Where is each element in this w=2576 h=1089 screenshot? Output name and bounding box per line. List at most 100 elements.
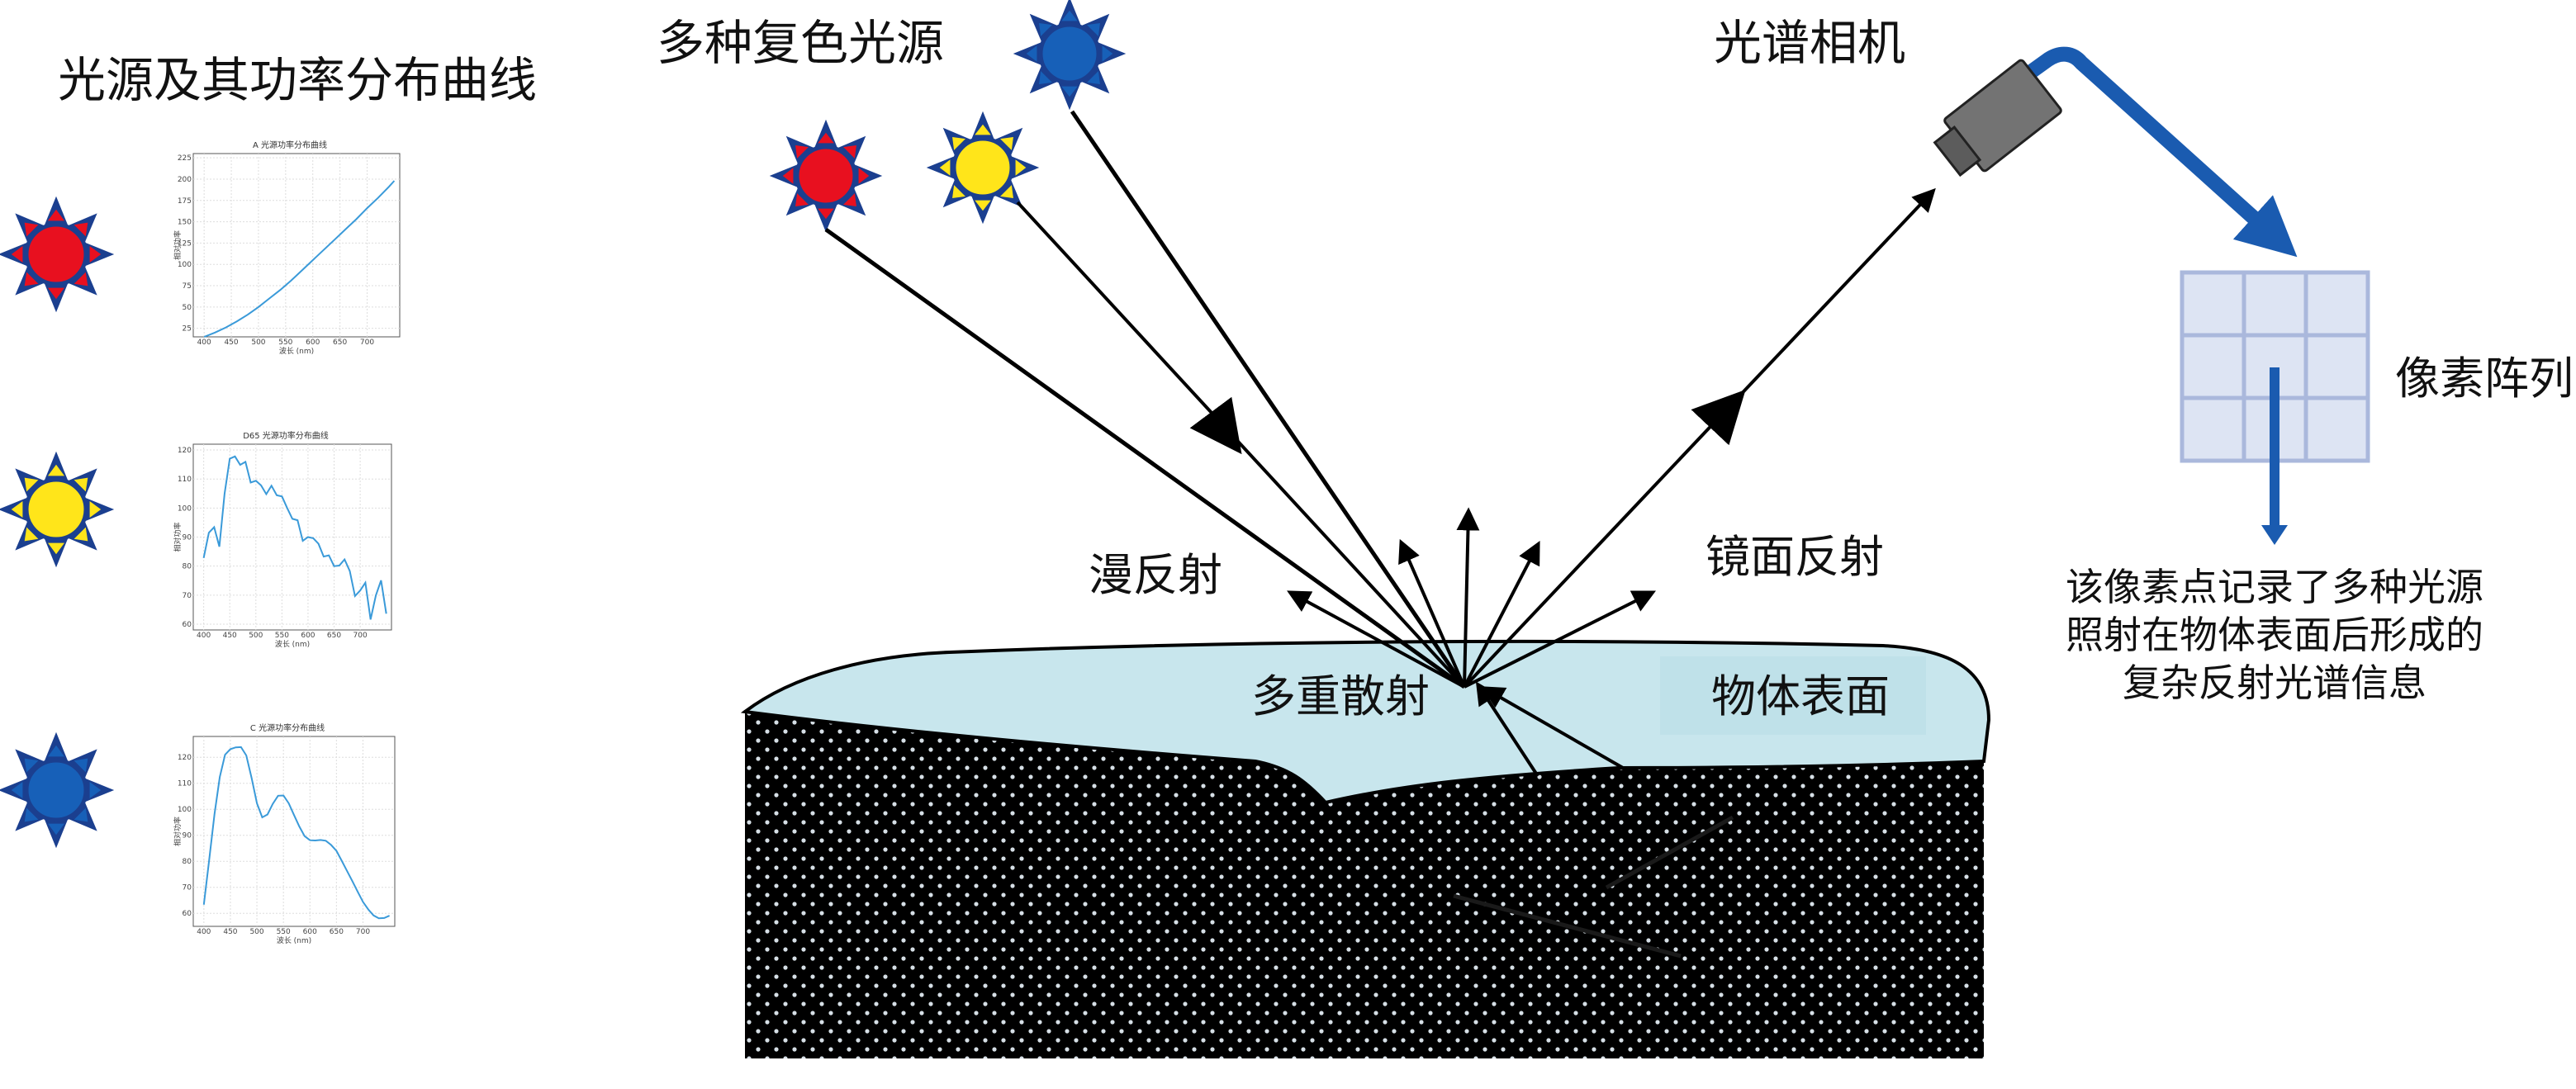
sun-ray-fill xyxy=(818,208,834,220)
y-axis-label: 相对功率 xyxy=(173,817,183,846)
x-tick-label: 700 xyxy=(353,632,368,640)
sun-ray-fill xyxy=(1061,10,1078,21)
x-tick-label: 650 xyxy=(333,339,347,347)
camera-label: 光谱相机 xyxy=(1714,15,1905,71)
x-tick-label: 700 xyxy=(356,928,370,936)
sun-ray-fill xyxy=(24,222,39,237)
x-tick-label: 450 xyxy=(223,632,237,640)
sun-ray-fill xyxy=(47,464,65,476)
x-tick-label: 500 xyxy=(249,632,263,640)
sun-ray-fill xyxy=(24,758,39,773)
sun-ray-fill xyxy=(1087,23,1100,36)
y-tick-label: 150 xyxy=(178,219,192,227)
y-tick-label: 100 xyxy=(178,504,192,513)
incident-ray-arrow xyxy=(1189,396,1242,455)
plot-area xyxy=(192,153,401,338)
multi-scatter-arrows xyxy=(1475,681,1624,778)
sun-ray-fill xyxy=(89,781,102,799)
y-tick-label: 90 xyxy=(183,534,192,542)
sun-ray-fill xyxy=(24,477,39,492)
pixel-array-label: 像素阵列 xyxy=(2395,353,2574,405)
x-tick-label: 500 xyxy=(249,928,263,936)
sun-ray-fill xyxy=(74,758,88,773)
x-tick-label: 400 xyxy=(197,339,211,347)
sun-ray-fill xyxy=(89,245,102,263)
x-tick-label: 550 xyxy=(278,339,292,347)
blue-sun-icon xyxy=(0,732,115,849)
x-axis-label: 波长 (nm) xyxy=(277,935,311,945)
sun-ray-fill xyxy=(74,272,88,286)
y-tick-label: 80 xyxy=(183,563,192,571)
y-tick-label: 110 xyxy=(178,476,192,484)
y-tick-label: 50 xyxy=(183,304,192,312)
series-line xyxy=(203,180,396,338)
x-tick-label: 650 xyxy=(330,928,344,936)
sun-ray-fill xyxy=(11,781,23,799)
sun-ray-fill xyxy=(24,807,39,822)
x-tick-label: 700 xyxy=(360,339,374,347)
y-tick-label: 60 xyxy=(183,910,192,918)
y-tick-label: 200 xyxy=(178,176,192,184)
incident-rays xyxy=(824,110,1467,689)
sun-ray-fill xyxy=(89,500,102,518)
sun-ray-fill xyxy=(47,287,65,300)
object-body xyxy=(745,712,1984,1058)
sun-ray-fill xyxy=(74,807,88,822)
sun-disc xyxy=(24,477,88,542)
sun-disc xyxy=(24,222,88,286)
left-title: 光源及其功率分布曲线 xyxy=(58,52,537,108)
chart-title: C 光源功率分布曲线 xyxy=(250,722,325,733)
sun-ray-fill xyxy=(952,185,965,198)
x-tick-label: 600 xyxy=(306,339,320,347)
diffuse-arrow xyxy=(1464,590,1657,689)
sun-ray-fill xyxy=(1026,45,1037,62)
x-axis-label: 波长 (nm) xyxy=(279,346,314,356)
scatter-arrow xyxy=(1481,686,1624,769)
specular-ray xyxy=(1463,187,1936,689)
sun-ray-fill xyxy=(11,245,23,263)
sun-ray-fill xyxy=(47,745,65,757)
sun-ray-fill xyxy=(939,159,951,176)
sun-ray-fill xyxy=(1061,86,1078,97)
sun-ray-fill xyxy=(975,200,991,211)
object-body-top-edge xyxy=(744,710,1985,804)
y-tick-label: 70 xyxy=(183,592,192,600)
sources-title: 多种复色光源 xyxy=(657,15,944,71)
sun-ray-fill xyxy=(843,193,856,206)
sun-ray-fill xyxy=(74,477,88,492)
plot-area xyxy=(192,736,396,927)
red-sun-icon xyxy=(769,119,883,233)
x-tick-label: 550 xyxy=(275,632,289,640)
pixel-note: 该像素点记录了多种光源 照射在物体表面后形成的 复杂反射光谱信息 xyxy=(2066,565,2483,705)
y-tick-label: 120 xyxy=(178,447,192,455)
yellow-sun-icon xyxy=(0,451,115,568)
series-line xyxy=(202,746,391,920)
x-tick-label: 600 xyxy=(301,632,315,640)
y-tick-label: 80 xyxy=(183,858,192,866)
sun-ray-fill xyxy=(1039,71,1052,84)
sun-ray-fill xyxy=(795,145,809,159)
sun-ray-fill xyxy=(782,168,794,184)
chart-title: A 光源功率分布曲线 xyxy=(253,140,327,150)
specular-ray-arrow xyxy=(1691,389,1746,446)
signal-pipe xyxy=(2017,46,2298,258)
y-tick-label: 110 xyxy=(178,780,192,788)
subsurface-arrows xyxy=(1453,815,1734,959)
diffuse-arrow xyxy=(1287,590,1465,689)
left-blue-source xyxy=(0,732,115,849)
specular-reflection xyxy=(1463,187,1936,689)
x-tick-label: 450 xyxy=(223,928,237,936)
diffuse-label: 漫反射 xyxy=(1089,549,1222,601)
sun-ray-fill xyxy=(1000,137,1013,150)
sun-disc xyxy=(24,758,88,822)
subsurface-ray xyxy=(1605,815,1734,890)
sun-ray-fill xyxy=(975,124,991,135)
sun-ray-fill xyxy=(24,272,39,286)
sun-ray-fill xyxy=(47,209,65,221)
x-tick-label: 500 xyxy=(251,339,265,347)
specular-label: 镜面反射 xyxy=(1705,531,1884,583)
y-tick-label: 175 xyxy=(178,197,192,206)
sun-ray-fill xyxy=(858,168,870,184)
